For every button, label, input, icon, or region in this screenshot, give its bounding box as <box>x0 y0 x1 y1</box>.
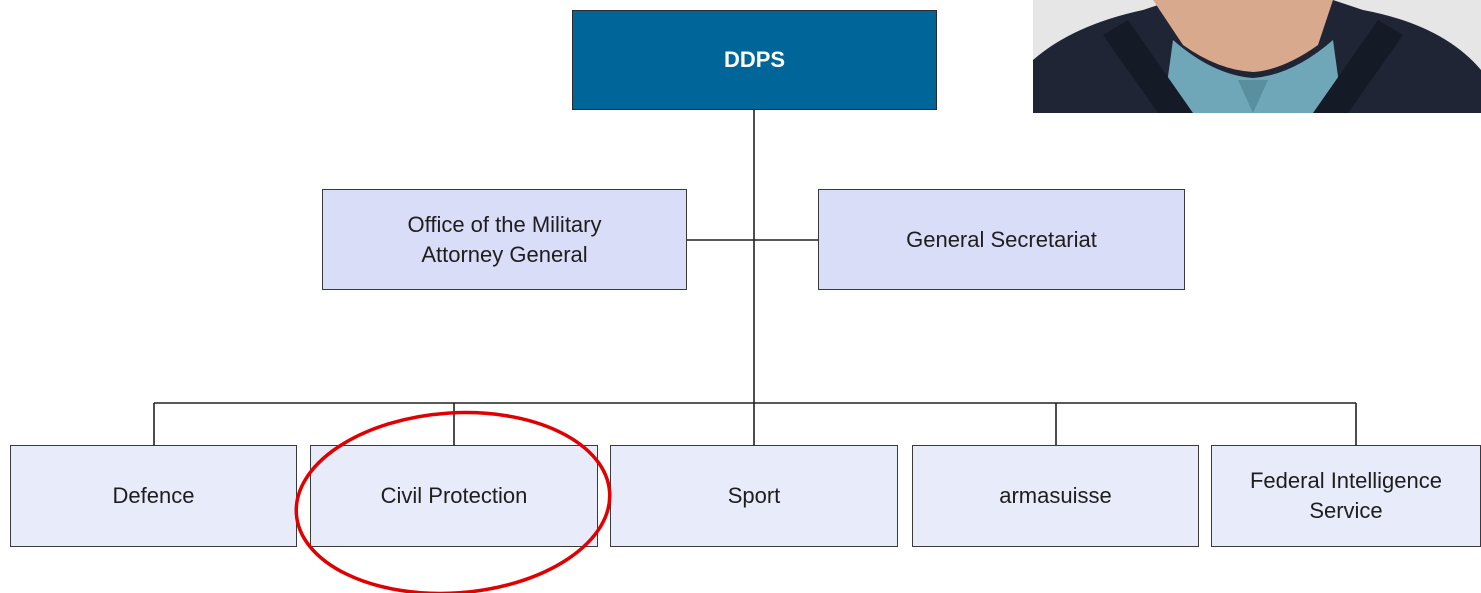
armasuisse-label: armasuisse <box>999 483 1112 509</box>
civil-protection-box: Civil Protection <box>310 445 598 547</box>
federal-intelligence-service-box: Federal Intelligence Service <box>1211 445 1481 547</box>
portrait-illustration <box>1033 0 1481 113</box>
portrait-photo <box>1033 0 1481 113</box>
federal-intelligence-service-label: Federal Intelligence Service <box>1249 468 1442 523</box>
civil-protection-label: Civil Protection <box>380 483 528 509</box>
defence-label: Defence <box>112 483 195 509</box>
general-secretariat-box: General Secretariat <box>818 189 1185 290</box>
armasuisse-box: armasuisse <box>912 445 1199 547</box>
ddps-box: DDPS <box>572 10 937 110</box>
military-attorney-general-label: Office of the Military Attorney General <box>407 211 602 267</box>
military-attorney-general-box: Office of the Military Attorney General <box>322 189 687 290</box>
ddps-label: DDPS <box>723 47 786 73</box>
sport-label: Sport <box>727 483 781 509</box>
general-secretariat-label: General Secretariat <box>906 226 1097 252</box>
defence-box: Defence <box>10 445 297 547</box>
sport-box: Sport <box>610 445 898 547</box>
